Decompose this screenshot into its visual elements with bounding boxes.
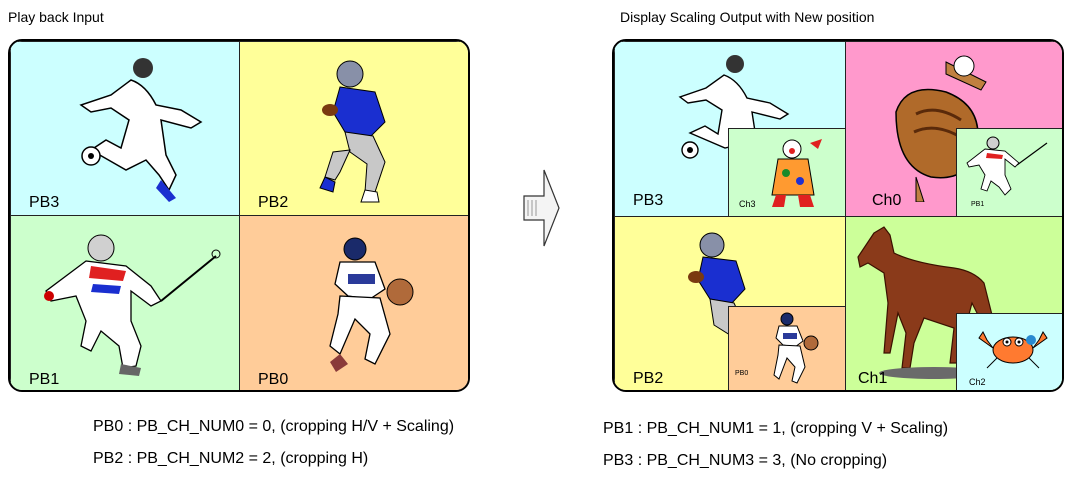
input-cell-pb0: PB0 xyxy=(239,215,468,390)
input-label-pb0: PB0 xyxy=(258,371,289,388)
output-label-pb1: PB1 xyxy=(971,201,985,208)
output-title: Display Scaling Output with New position xyxy=(620,9,875,25)
catcher-image xyxy=(329,237,414,372)
output-label-ch1: Ch1 xyxy=(858,370,888,387)
input-cell-pb3: PB3 xyxy=(10,41,241,217)
playback-input-frame: PB3 PB2 PB1 xyxy=(8,39,470,392)
output-cell-ch3: Ch3 xyxy=(728,128,847,218)
skier-image xyxy=(966,136,1048,196)
input-label-pb2: PB2 xyxy=(258,194,289,211)
skier-image xyxy=(44,234,221,376)
crab-image xyxy=(978,331,1048,369)
soccer-player-image xyxy=(678,55,790,159)
output-label-ch2: Ch2 xyxy=(969,377,986,387)
output-label-ch0: Ch0 xyxy=(872,192,902,209)
note-pb2: PB2 : PB_CH_NUM2 = 2, (cropping H) xyxy=(93,450,369,467)
input-cell-pb2: PB2 xyxy=(239,41,468,217)
football-player-image xyxy=(319,60,386,203)
output-label-pb2: PB2 xyxy=(633,370,664,387)
soccer-player-image xyxy=(79,58,203,202)
scaling-output-frame: PB3 Ch3 Ch0 xyxy=(612,39,1064,392)
output-label-pb0: PB0 xyxy=(735,370,749,377)
input-cell-pb1: PB1 xyxy=(10,215,241,390)
output-label-ch3: Ch3 xyxy=(739,199,756,209)
output-cell-pb1: PB1 xyxy=(956,128,1062,218)
note-pb0: PB0 : PB_CH_NUM0 = 0, (cropping H/V + Sc… xyxy=(93,418,455,435)
catcher-image xyxy=(773,312,819,384)
output-label-pb3: PB3 xyxy=(633,192,664,209)
output-cell-pb0: PB0 xyxy=(728,306,847,390)
input-title: Play back Input xyxy=(8,9,104,25)
input-label-pb3: PB3 xyxy=(29,194,60,211)
note-pb3: PB3 : PB_CH_NUM3 = 3, (No cropping) xyxy=(603,452,888,469)
input-label-pb1: PB1 xyxy=(29,371,60,388)
right-arrow-icon xyxy=(523,169,560,247)
clown-image xyxy=(771,139,822,207)
output-cell-ch2: Ch2 xyxy=(956,313,1062,390)
note-pb1: PB1 : PB_CH_NUM1 = 1, (cropping V + Scal… xyxy=(603,420,949,437)
